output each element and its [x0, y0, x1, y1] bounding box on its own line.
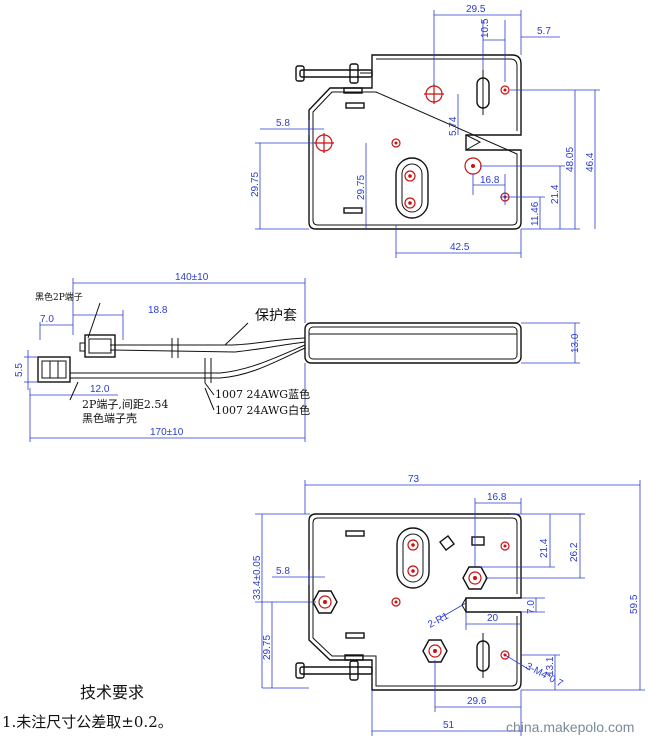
connector-bottom — [37, 356, 71, 383]
dim-29-6: 29.6 — [467, 696, 487, 707]
dim-12-0: 12.0 — [90, 384, 110, 395]
dim-10-5: 10.5 — [480, 18, 491, 38]
label-terminal-top: 黑色2P端子 — [35, 291, 83, 303]
dim-13-1: 13.1 — [545, 656, 556, 676]
dim-59-5: 59.5 — [629, 594, 640, 614]
dim-73: 73 — [408, 474, 420, 485]
top-slot-b — [345, 102, 365, 109]
label-terminal-spec-1: 2P端子,间距2.54 — [82, 398, 168, 411]
dim-16-8-bottom: 16.8 — [487, 492, 507, 503]
dim-29-5: 29.5 — [466, 4, 486, 15]
dim-21-4-bottom: 21.4 — [539, 538, 550, 558]
dim-16-8: 16.8 — [480, 175, 500, 186]
notes-title: 技术要求 — [80, 683, 144, 702]
dim-7-0-bottom: 7.0 — [526, 600, 537, 614]
dim-42-5: 42.5 — [450, 242, 470, 253]
dim-5-7: 5.7 — [537, 26, 551, 37]
bottom-body-inner-edge — [312, 517, 518, 687]
dim-29-75-left: 29.75 — [250, 172, 261, 197]
dim-5-74: 5.74 — [448, 116, 459, 136]
cable-dimensions — [24, 278, 580, 442]
dim-46-4: 46.4 — [585, 152, 596, 172]
dim-18-8: 18.8 — [148, 305, 168, 316]
cable-lock-body — [304, 322, 522, 364]
dim-33-4: 33.4±0.05 — [252, 555, 263, 600]
cable-view: 140±10 18.8 7.0 5.5 12.0 170±10 13.0 黑色2… — [14, 272, 581, 442]
dim-29-75-inner: 29.75 — [356, 175, 367, 200]
dim-7-0: 7.0 — [40, 314, 54, 325]
dim-21-4: 21.4 — [550, 184, 561, 204]
dim-5-8-bottom: 5.8 — [276, 566, 290, 577]
dim-170: 170±10 — [150, 427, 184, 438]
top-slot-c — [343, 207, 363, 214]
dim-29-75-bottom: 29.75 — [262, 635, 273, 660]
bottom-slot-b — [345, 632, 365, 639]
bottom-view: 73 16.8 21.4 26.2 59.5 33.4±0.05 5.8 29.… — [252, 474, 645, 736]
watermark: china.makepolo.com — [506, 719, 634, 735]
cable-wires — [70, 337, 306, 383]
top-bolt — [295, 63, 373, 84]
bottom-lock-body — [308, 513, 522, 691]
dim-11-46: 11.46 — [530, 201, 541, 226]
dim-51: 51 — [443, 720, 455, 731]
bottom-bolt — [295, 660, 373, 681]
top-body-inner-edge — [312, 58, 518, 226]
top-view: 29.5 10.5 5.7 5.8 29.75 29.75 5.74 16.8 … — [250, 4, 600, 258]
top-slot-a — [343, 87, 363, 94]
dim-5-8: 5.8 — [276, 118, 290, 129]
label-terminal-spec-2: 黑色端子壳 — [82, 411, 137, 425]
top-notch — [465, 134, 482, 151]
notes-item-1: 1.未注尺寸公差取±0.2。 — [2, 713, 173, 731]
bottom-holes — [312, 527, 510, 678]
bottom-slot-c — [344, 654, 364, 661]
connector-top — [79, 334, 116, 358]
bottom-dimensions — [255, 480, 645, 736]
dim-48-05: 48.05 — [565, 147, 576, 172]
label-sleeve: 保护套 — [255, 308, 297, 324]
top-dimensions — [255, 10, 600, 258]
label-wire-white: 1007 24AWG白色 — [215, 403, 310, 417]
dim-26-2: 26.2 — [569, 542, 580, 562]
dim-140: 140±10 — [175, 272, 209, 283]
dim-5-5: 5.5 — [14, 363, 25, 377]
top-lock-body — [308, 54, 522, 230]
dim-13-0: 13.0 — [570, 333, 581, 353]
bottom-slot-a — [345, 530, 365, 537]
label-wire-blue: 1007 24AWG蓝色 — [215, 387, 310, 401]
dim-20: 20 — [487, 613, 499, 624]
